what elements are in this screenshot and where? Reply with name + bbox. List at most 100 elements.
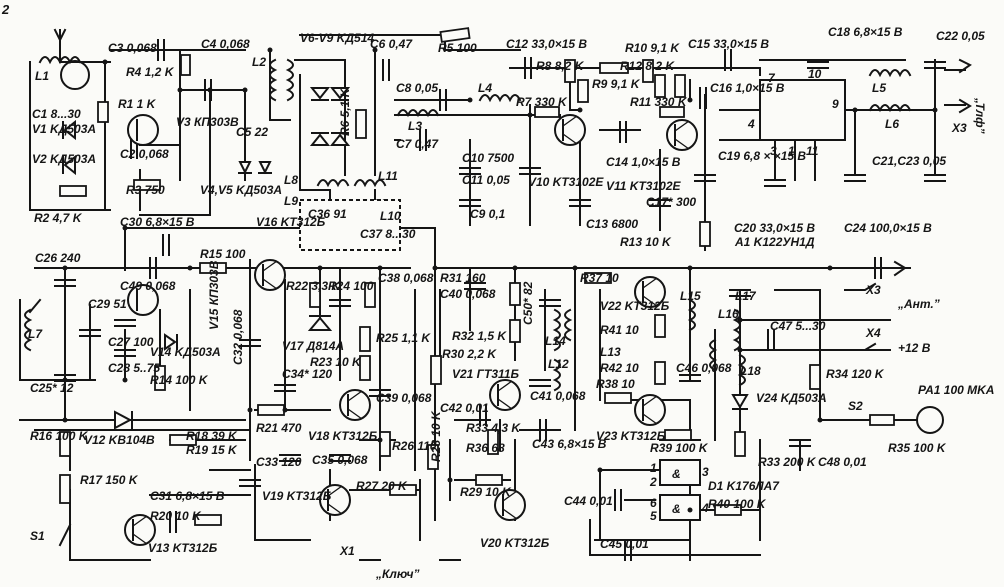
label-r11: R11 330 K [630, 95, 688, 109]
label-c3: C3 0,068 [108, 41, 157, 55]
label-pa1: PA1 100 MKA [918, 383, 994, 397]
label-r17: R17 150 K [80, 473, 139, 487]
label-r12: R12 8,2 K [620, 59, 675, 73]
label-r33b: R33 200 K [758, 455, 817, 469]
label-c20: C20 33,0×15 B [734, 221, 815, 235]
label-c25: C25* 12 [30, 381, 74, 395]
label-r34: R34 120 K [826, 367, 885, 381]
label-r21: R21 470 [256, 421, 302, 435]
label-c34: C34* 120 [282, 367, 332, 381]
label-l5: L5 [872, 81, 886, 95]
label-l16: L16 [718, 307, 739, 321]
diodes [62, 87, 749, 430]
label-c41: C41 0,068 [530, 389, 586, 403]
label-r2: R2 4,7 K [34, 211, 83, 225]
gate-pin-3: 3 [702, 465, 709, 479]
label-r18: R18 39 K [186, 429, 238, 443]
label-r39: R39 100 K [650, 441, 709, 455]
label-key: „Ключ” [375, 567, 419, 581]
label-l13: L13 [600, 345, 621, 359]
label-v11: V11 KT3102E [606, 179, 681, 193]
label-c17: C17* 300 [646, 195, 696, 209]
label-r3: R3 750 [126, 183, 165, 197]
label-l17: L17 [735, 289, 757, 303]
label-c9: C9 0,1 [470, 207, 506, 221]
label-v17: V17 Д814A [282, 339, 344, 353]
label-c18: C18 6,8×15 B [828, 25, 903, 39]
label-c38: C38 0,068 [378, 271, 434, 285]
pin-10: 10 [808, 67, 822, 81]
label-c5: C5 22 [236, 125, 268, 139]
label-r28: R28 10 K [429, 410, 443, 462]
gate-pin-1: 1 [650, 461, 657, 475]
label-l12: L12 [548, 357, 569, 371]
label-s2: S2 [848, 399, 863, 413]
label-c15: C15 33,0×15 B [688, 37, 769, 51]
label-a1: A1 K122УН1Д [734, 235, 815, 249]
label-c7: C7 0,47 [396, 137, 439, 151]
label-x3-ant: X3 [865, 283, 881, 297]
label-r8: R8 8,2 K [536, 59, 585, 73]
pin-3: 3 [770, 144, 777, 158]
label-c28: C28 5..75 [108, 361, 160, 375]
label-r33: R33 4,3 K [466, 421, 521, 435]
pin-9: 9 [832, 97, 839, 111]
label-l4: L4 [478, 81, 492, 95]
gate-symbol-1: & [672, 467, 681, 481]
label-c36: C36 91 [308, 207, 347, 221]
label-r4: R4 1,2 K [126, 65, 175, 79]
blocks [60, 60, 944, 521]
label-c43: C43 6,8×15 B [532, 437, 607, 451]
label-c16: C16 1,0×15 B [710, 81, 785, 95]
gate-pin-2: 2 [649, 475, 657, 489]
connectors [28, 28, 972, 561]
gate-pin-4: 4 [701, 501, 709, 515]
label-v13: V13 KT312Б [148, 541, 218, 555]
label-c24: C24 100,0×15 B [844, 221, 932, 235]
label-r38: R38 10 [596, 377, 635, 391]
label-ant: „Ант.” [897, 297, 940, 311]
label-c12: C12 33,0×15 B [506, 37, 587, 51]
label-r15: R15 100 [200, 247, 246, 261]
label-v23: V23 KT312Б [596, 429, 666, 443]
label-c8: C8 0,05 [396, 81, 438, 95]
label-v10: V10 KT3102E [528, 175, 604, 189]
label-l18: L18 [740, 364, 761, 378]
label-v16: V16 KT312Б [256, 215, 326, 229]
label-r14: R14 100 K [150, 373, 209, 387]
label-c47: C47 5...30 [770, 319, 826, 333]
label-v6-v9: V6-V9 KД514 [300, 31, 374, 45]
label-l1: L1 [35, 69, 49, 83]
labels: 2 C3 0,068 R4 1,2 K C4 0,068 L2 V6-V9 KД… [1, 2, 994, 581]
label-plus-12v: +12 B [898, 341, 931, 355]
gate-pin-6: 6 [650, 496, 657, 510]
label-r31: R31 160 [440, 271, 486, 285]
label-l3: L3 [408, 119, 422, 133]
label-r27: R27 20 K [356, 479, 408, 493]
label-c13: C13 6800 [586, 217, 638, 231]
label-l7: L7 [28, 327, 43, 341]
pin-11: 11 [806, 144, 819, 158]
label-tlf: „Тлф” [973, 97, 987, 134]
label-l11: L11 [378, 169, 398, 183]
label-r9: R9 9,1 K [592, 77, 641, 91]
label-r22: R22 3,3 K [286, 279, 341, 293]
label-v15: V15 КП303B [207, 260, 221, 330]
label-x3-top: X3 [951, 121, 967, 135]
label-c6: C6 0,47 [370, 37, 413, 51]
gate-pin-5: 5 [650, 509, 657, 523]
label-c45: C45 0,01 [600, 537, 649, 551]
label-v12: V12 KB104B [84, 433, 155, 447]
label-v4-v5: V4,V5 KД503A [200, 183, 282, 197]
label-r26: R26 110 [392, 439, 437, 453]
label-r6: R6 5,1 K [338, 87, 352, 136]
label-v14: V14 KД503A [150, 345, 221, 359]
label-r37: R37 10 [580, 271, 619, 285]
label-r13: R13 10 K [620, 235, 672, 249]
figure-number: 2 [1, 2, 10, 17]
pin-4: 4 [747, 117, 755, 131]
label-r20: R20 10 K [150, 509, 202, 523]
label-c44: C44 0,01 [564, 494, 613, 508]
label-r36: R36 68 [466, 441, 505, 455]
